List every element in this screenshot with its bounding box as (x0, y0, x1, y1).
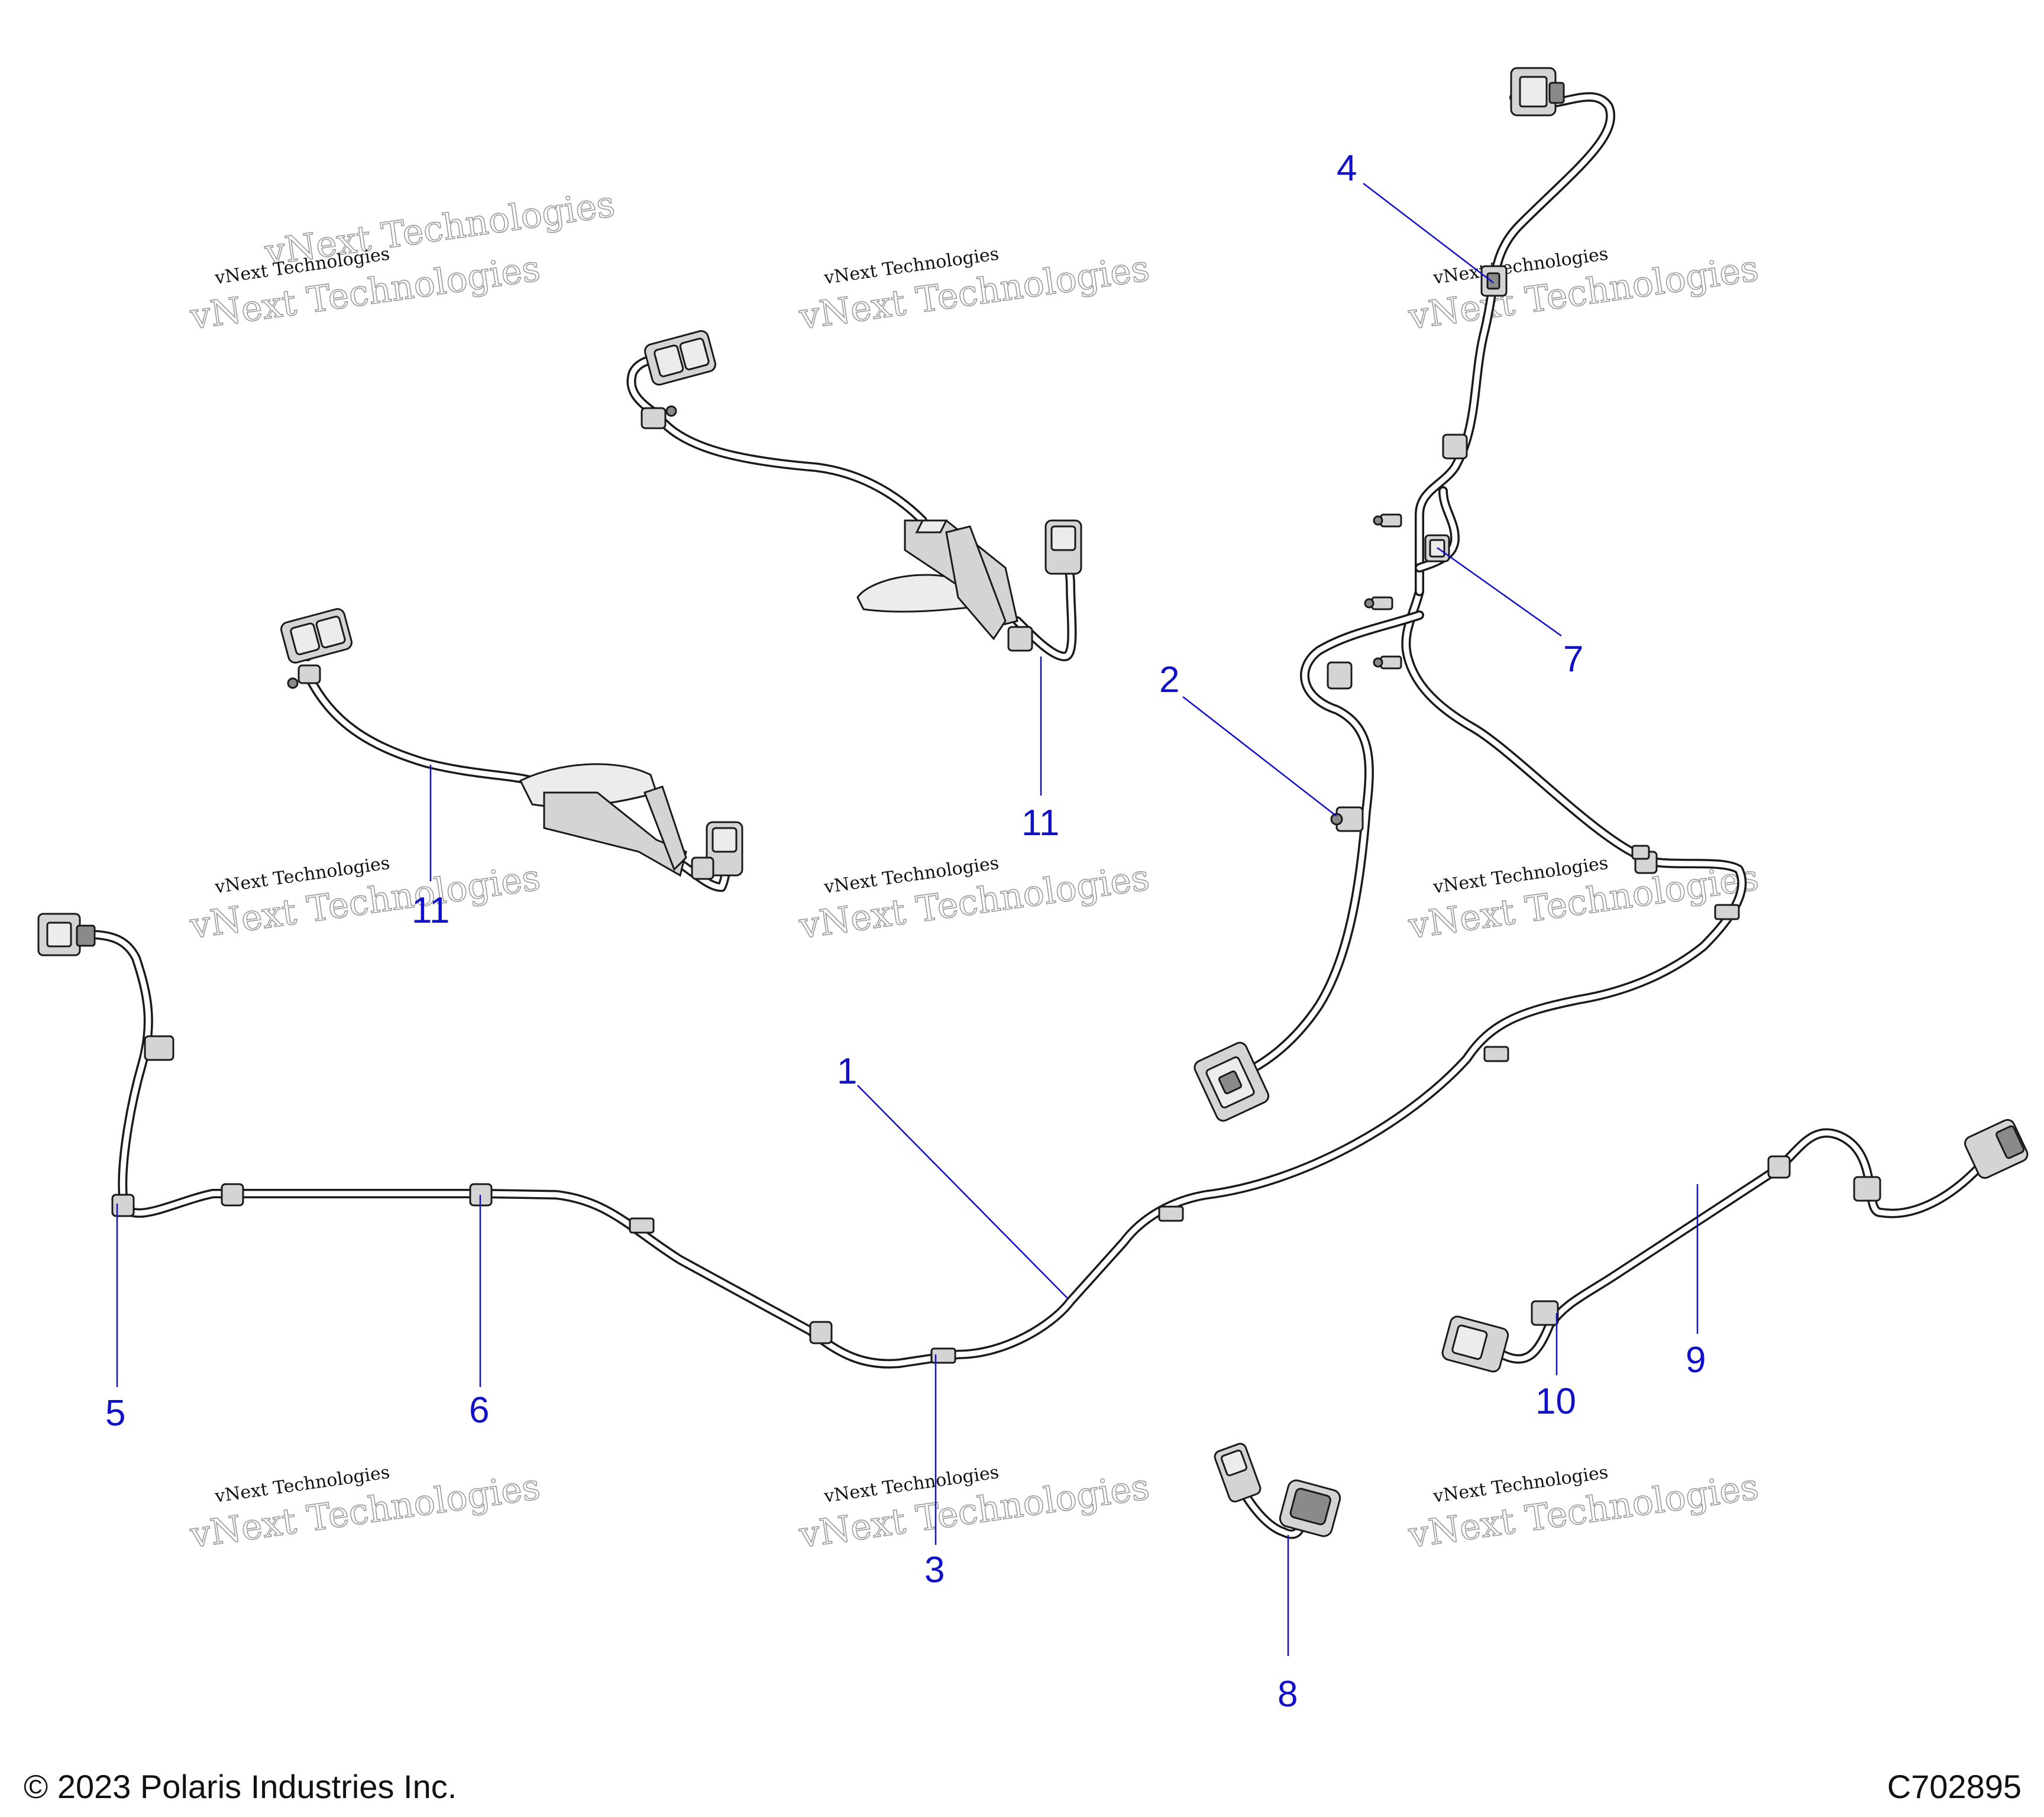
main-harness (37, 587, 1747, 1369)
callout-9: 9 (1686, 1340, 1706, 1380)
callout-2: 2 (1159, 659, 1179, 700)
part-9-harness (1441, 1118, 2029, 1373)
bolt (1631, 845, 1650, 860)
connector-part-2 (1194, 1042, 1270, 1122)
part-8-adapter (1214, 1443, 1341, 1539)
mounting-bracket (519, 763, 687, 877)
harness-clip (111, 1194, 135, 1217)
copyright-notice: © 2023 Polaris Industries Inc. (24, 1768, 457, 1805)
clip-part-4 (1480, 265, 1508, 297)
part-11-left (280, 608, 743, 892)
connector (280, 608, 352, 664)
callout-11-upper: 11 (1021, 803, 1059, 843)
callout-3: 3 (924, 1550, 945, 1590)
clip (1007, 626, 1033, 652)
clip (287, 664, 321, 689)
callout-8: 8 (1278, 1674, 1298, 1715)
connector-top (1510, 67, 1565, 117)
leader-2 (1182, 696, 1337, 817)
watermark: vNext Technologies vNext Technologies (1405, 1462, 1762, 1557)
watermark: vNext Technologies vNext Technologies (796, 853, 1153, 948)
connector (1441, 1315, 1509, 1373)
clip (1853, 1176, 1881, 1202)
clip (691, 856, 714, 880)
upper-right-branch (1194, 67, 1650, 1122)
harness-clip (1714, 904, 1740, 920)
leader-1 (857, 1085, 1068, 1299)
callout-4: 4 (1337, 148, 1357, 189)
callout-1: 1 (837, 1051, 857, 1092)
clip (1767, 1155, 1791, 1179)
clip-part-2 (1327, 661, 1364, 832)
connector (1279, 1479, 1341, 1537)
watermark: vNext Technologies vNext Technologies (187, 853, 544, 948)
harness-clip (809, 1321, 833, 1344)
harness-clip (144, 1035, 174, 1061)
watermark: vNext Technologies vNext Technologies (796, 1462, 1153, 1557)
mounting-bracket (856, 519, 1018, 641)
connector (1044, 519, 1082, 575)
clip (641, 405, 677, 429)
bolt (1373, 513, 1402, 528)
harness-clip (1158, 1205, 1184, 1222)
harness-clip (1483, 1046, 1509, 1062)
callout-7: 7 (1563, 639, 1583, 680)
callout-6: 6 (469, 1390, 489, 1431)
watermark: vNext Technologies vNext Technologies (1405, 853, 1762, 948)
callout-5: 5 (105, 1393, 125, 1434)
connector-left (37, 913, 96, 956)
callout-11-left: 11 (412, 890, 449, 931)
connector (1214, 1443, 1262, 1503)
harness-clip (1442, 434, 1468, 460)
main-harness-wire (119, 587, 1747, 1369)
leader-lines (116, 183, 1699, 1656)
harness-clip (221, 1183, 244, 1207)
watermark: vNext Technologies vNext Technologies (796, 244, 1153, 338)
watermark: vNext Technologies vNext Technologies (1405, 244, 1762, 338)
leader-4 (1363, 183, 1494, 283)
part-11-upper (626, 330, 1082, 661)
bolt (1364, 596, 1393, 610)
watermark: vNext Technologies vNext Technologies vN… (187, 183, 618, 338)
clip-part-10 (1531, 1300, 1559, 1326)
figure-code: C702895 (1887, 1768, 2022, 1805)
bolt (1373, 655, 1402, 670)
watermark: vNext Technologies vNext Technologies (187, 1462, 544, 1557)
connector (706, 821, 743, 877)
callout-10: 10 (1535, 1381, 1576, 1422)
connector (1964, 1118, 2029, 1179)
callouts: 1 2 3 4 5 6 7 8 9 10 11 11 (105, 148, 1706, 1715)
connector (644, 330, 716, 386)
leader-7 (1437, 547, 1562, 637)
harness-clip (930, 1347, 956, 1364)
harness-clip (629, 1217, 655, 1234)
